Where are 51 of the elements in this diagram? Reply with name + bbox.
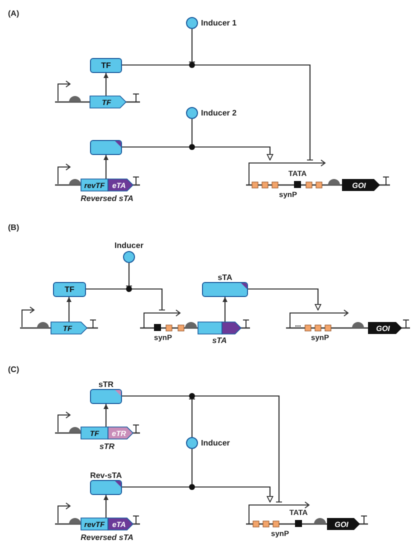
connector-line <box>122 395 189 397</box>
connector-line <box>122 146 189 148</box>
connector-line <box>86 288 126 290</box>
panel-label: (A) <box>8 9 20 18</box>
construct-label: sTR <box>99 442 115 451</box>
inducer-label: Inducer <box>201 438 230 448</box>
arrow <box>222 297 228 322</box>
protein-label: sTR <box>98 380 114 389</box>
protein-label: Rev-sTA <box>90 471 122 480</box>
reporter-gene <box>368 322 402 334</box>
junction-dot <box>189 393 195 399</box>
protein-box <box>90 140 122 155</box>
connector-line <box>122 486 189 488</box>
arrow <box>104 495 108 518</box>
arrow <box>195 146 274 160</box>
arrow <box>248 288 322 310</box>
reporter-gene <box>342 179 380 191</box>
inhibition-line <box>132 288 166 310</box>
protein-label: TF <box>64 285 74 294</box>
arrow <box>104 155 108 179</box>
arrow <box>104 404 108 427</box>
arrow <box>195 486 274 502</box>
junction-dot <box>126 286 132 292</box>
inhibition-line <box>188 29 196 62</box>
protein-box <box>53 282 86 297</box>
junction-dot <box>189 144 195 150</box>
panel-label: (B) <box>8 223 20 232</box>
protein-label: TF <box>101 61 111 70</box>
coding-sequence <box>51 322 87 334</box>
construct-label: Reversed sTA <box>80 194 134 203</box>
inducer-label: Inducer 1 <box>201 18 237 28</box>
arrow <box>104 73 108 96</box>
inhibition-line <box>126 263 132 286</box>
inhibition-line <box>195 395 282 502</box>
protein-box <box>90 58 122 73</box>
connector-line <box>191 449 193 484</box>
connector-line <box>191 119 193 144</box>
protein-label: sTA <box>218 273 232 282</box>
panel-label: (C) <box>8 365 20 374</box>
arrow <box>66 297 72 322</box>
inducer-label: Inducer 2 <box>201 108 237 118</box>
inducer-label: Inducer <box>114 241 144 250</box>
connector-line <box>122 64 189 66</box>
reporter-gene <box>327 518 360 530</box>
construct-label: Reversed sTA <box>80 533 134 542</box>
junction-dot <box>189 484 195 490</box>
coding-sequence <box>90 96 126 108</box>
gene-label: sTA <box>212 336 227 345</box>
inhibition-line <box>188 398 196 437</box>
inhibition-line <box>195 64 314 160</box>
junction-dot <box>189 62 195 68</box>
